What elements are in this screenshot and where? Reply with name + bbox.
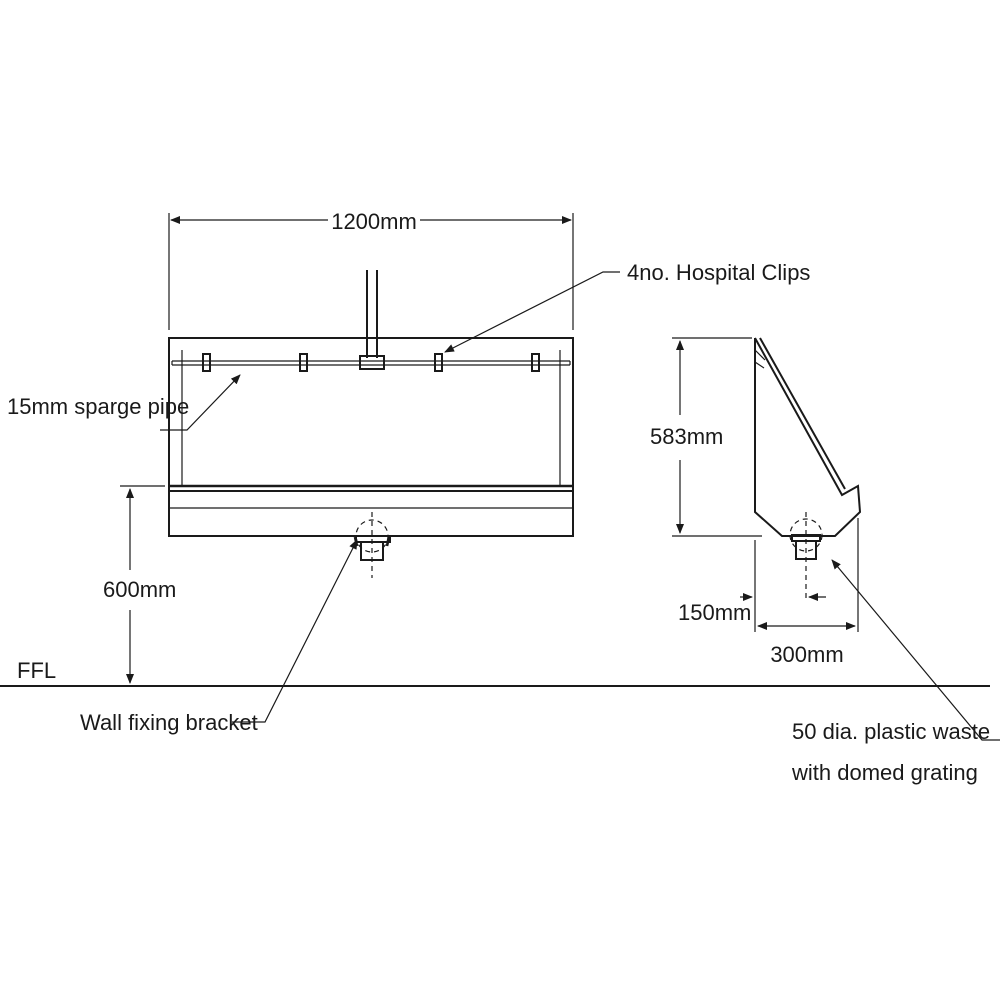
side-profile: [754, 337, 862, 537]
hospital-clips-label: 4no. Hospital Clips: [627, 260, 810, 285]
width-label: 1200mm: [331, 209, 417, 234]
waste-offset-label: 150mm: [678, 600, 751, 625]
sparge-leader: [160, 374, 241, 431]
height-from-floor-label: 600mm: [103, 577, 176, 602]
hospital-clip: [299, 353, 308, 372]
side-waste-body: [795, 540, 817, 560]
bracket-leader: [232, 539, 358, 723]
side-elevation: [672, 337, 1000, 741]
side-top-detail: [754, 349, 766, 361]
side-height-label: 583mm: [650, 424, 723, 449]
floor-level-label: FFL: [17, 658, 56, 683]
sparge-pipe-label: 15mm sparge pipe: [7, 394, 189, 419]
hospital-clip: [434, 353, 443, 372]
hospital-clip: [202, 353, 211, 372]
trough-outline: [168, 337, 574, 537]
hospital-clip: [531, 353, 540, 372]
side-top-detail: [754, 361, 765, 369]
depth-label: 300mm: [770, 642, 843, 667]
side-waste-hidden: [789, 518, 823, 552]
sparge-spreader: [359, 355, 385, 370]
side-back-slope: [759, 337, 846, 490]
waste-body: [360, 541, 384, 561]
front-elevation: [120, 213, 620, 723]
clips-leader: [444, 271, 620, 353]
wall-bracket-right: [385, 536, 391, 547]
wall-bracket-label: Wall fixing bracket: [80, 710, 258, 735]
waste-leader: [831, 559, 1000, 741]
waste-label-line1: 50 dia. plastic waste: [792, 719, 990, 744]
waste-label-line2: with domed grating: [791, 760, 978, 785]
